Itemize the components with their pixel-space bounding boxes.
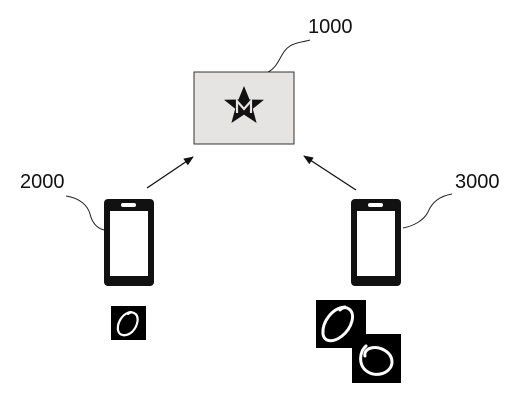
left-device-leader-line: [65, 195, 105, 231]
star-m-logo-icon: [224, 86, 264, 123]
right-device-leader-line: [402, 193, 453, 229]
left-device-ref-numeral: 2000: [20, 171, 65, 193]
handwritten-zero-digit-image: [352, 334, 401, 383]
server-node: [193, 71, 295, 145]
right-upload-arrow: [303, 155, 357, 191]
left-upload-arrow: [146, 156, 194, 189]
smartphone-icon: [104, 199, 154, 286]
handwritten-zero-digit-image: [111, 306, 146, 340]
right-device-ref-numeral: 3000: [455, 171, 500, 193]
smartphone-icon: [351, 199, 401, 286]
server-leader-line: [267, 39, 311, 73]
server-ref-numeral: 1000: [308, 16, 353, 38]
